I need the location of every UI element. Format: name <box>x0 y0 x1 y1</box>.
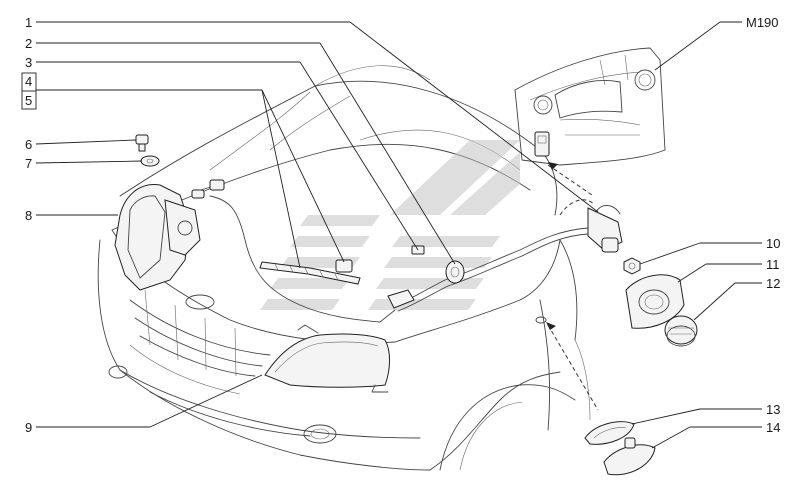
dashboard-panel <box>514 47 666 166</box>
callout-1: 1 <box>25 15 32 30</box>
car-body-outline <box>97 65 591 471</box>
callout-4: 4 <box>25 74 32 89</box>
part-7-washer <box>140 155 160 167</box>
callout-5: 5 <box>25 93 32 108</box>
watermark-stripe <box>392 236 500 247</box>
assembly-guide-lines <box>546 162 599 411</box>
watermark-stripe <box>270 278 350 289</box>
watermark-stripe <box>376 278 484 289</box>
part-1-range-control-switch <box>559 199 623 253</box>
callout-m190: M190 <box>746 15 779 30</box>
watermark-chevron <box>390 140 520 215</box>
callout-2: 2 <box>25 36 32 51</box>
actuator-cables <box>209 195 589 323</box>
manufacturer-watermark <box>260 140 520 310</box>
watermark-stripe <box>260 299 340 310</box>
callout-8: 8 <box>25 208 32 223</box>
part-9-headlamp-lens <box>264 324 390 393</box>
watermark-stripe <box>368 299 476 310</box>
part-12-control-knob <box>664 315 698 347</box>
callout-labels: 1 2 3 4 5 6 7 8 9 10 11 12 13 14 M190 <box>25 15 780 435</box>
part-4-5-wiring-harness <box>259 261 361 285</box>
callout-10: 10 <box>766 236 780 251</box>
watermark-stripe <box>384 257 492 268</box>
callout-14: 14 <box>766 420 780 435</box>
callout-7: 7 <box>25 156 32 171</box>
callout-11: 11 <box>766 257 780 272</box>
watermark-chevron <box>450 152 520 215</box>
watermark-stripe <box>290 236 370 247</box>
callout-12: 12 <box>766 276 780 291</box>
callout-bracket-4-5 <box>21 72 37 110</box>
part-14-side-repeater-lamp <box>603 437 656 476</box>
part-10-nut <box>623 257 641 275</box>
part-8-headlamp-unit <box>114 179 225 291</box>
part-11-switch-bezel <box>625 274 685 329</box>
part-13-repeater-gasket <box>584 421 635 445</box>
watermark-stripe <box>300 215 380 226</box>
callout-leaders <box>35 21 762 449</box>
callout-9: 9 <box>25 420 32 435</box>
callout-3: 3 <box>25 55 32 70</box>
callout-6: 6 <box>25 137 32 152</box>
part-6-bolt <box>135 134 149 152</box>
callout-13: 13 <box>766 402 780 417</box>
